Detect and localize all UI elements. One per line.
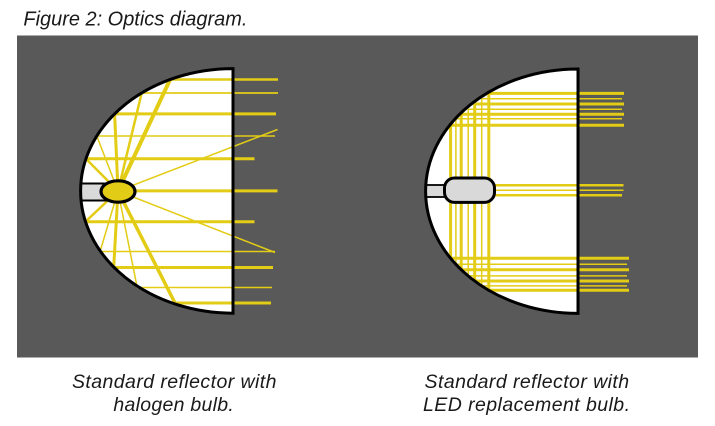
svg-text:Standard reflector with: Standard reflector with <box>72 371 277 393</box>
svg-text:Figure 2: Optics diagram.: Figure 2: Optics diagram. <box>23 9 247 31</box>
svg-text:Standard reflector with: Standard reflector with <box>425 371 630 393</box>
svg-text:LED replacement bulb.: LED replacement bulb. <box>423 394 630 416</box>
svg-text:halogen bulb.: halogen bulb. <box>113 394 234 416</box>
